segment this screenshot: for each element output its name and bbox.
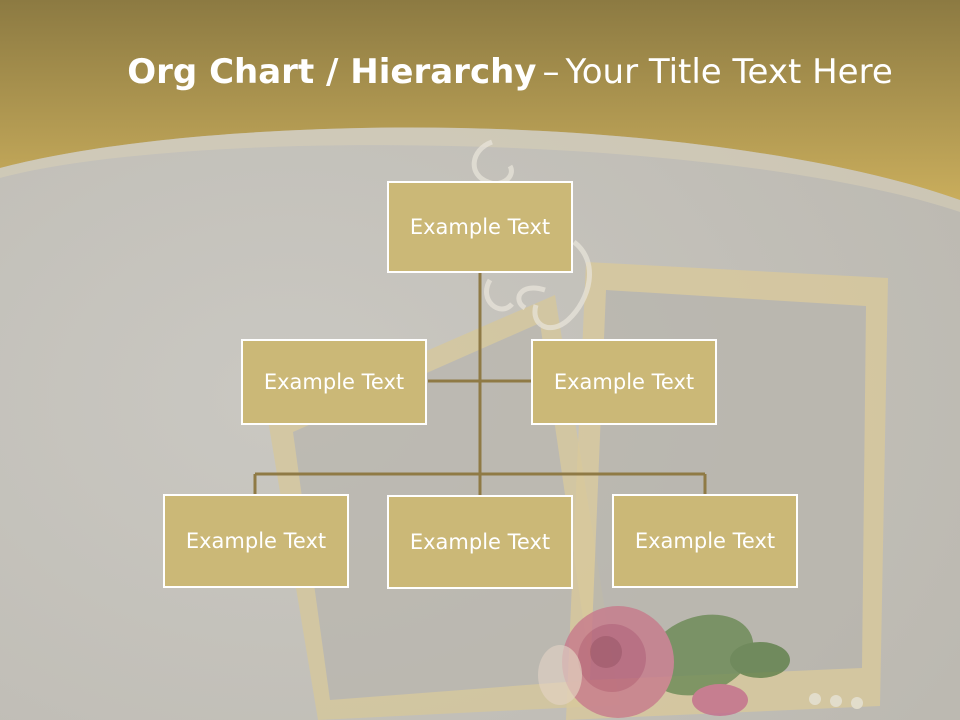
- org-node-level3-center-label: Example Text: [409, 530, 551, 554]
- org-node-level3-left-label: Example Text: [185, 529, 327, 553]
- org-node-level2-right[interactable]: Example Text: [531, 339, 717, 425]
- title-bold-part: Org Chart / Hierarchy: [127, 52, 537, 92]
- org-node-level2-left-label: Example Text: [263, 370, 405, 394]
- org-node-level3-center[interactable]: Example Text: [387, 495, 573, 589]
- org-node-root[interactable]: Example Text: [387, 181, 573, 273]
- org-node-root-label: Example Text: [409, 215, 551, 239]
- org-node-level3-right-label: Example Text: [634, 529, 776, 553]
- title-separator: –: [542, 52, 560, 92]
- org-node-level3-left[interactable]: Example Text: [163, 494, 349, 588]
- org-node-level2-right-label: Example Text: [553, 370, 695, 394]
- title-rest-part: Your Title Text Here: [565, 52, 893, 92]
- slide-title: Org Chart / Hierarchy–Your Title Text He…: [0, 52, 960, 92]
- flower-decoration: [538, 606, 790, 718]
- header-highlight-curve: [0, 127, 960, 212]
- header-band: [0, 0, 960, 200]
- org-node-level3-right[interactable]: Example Text: [612, 494, 798, 588]
- org-node-level2-left[interactable]: Example Text: [241, 339, 427, 425]
